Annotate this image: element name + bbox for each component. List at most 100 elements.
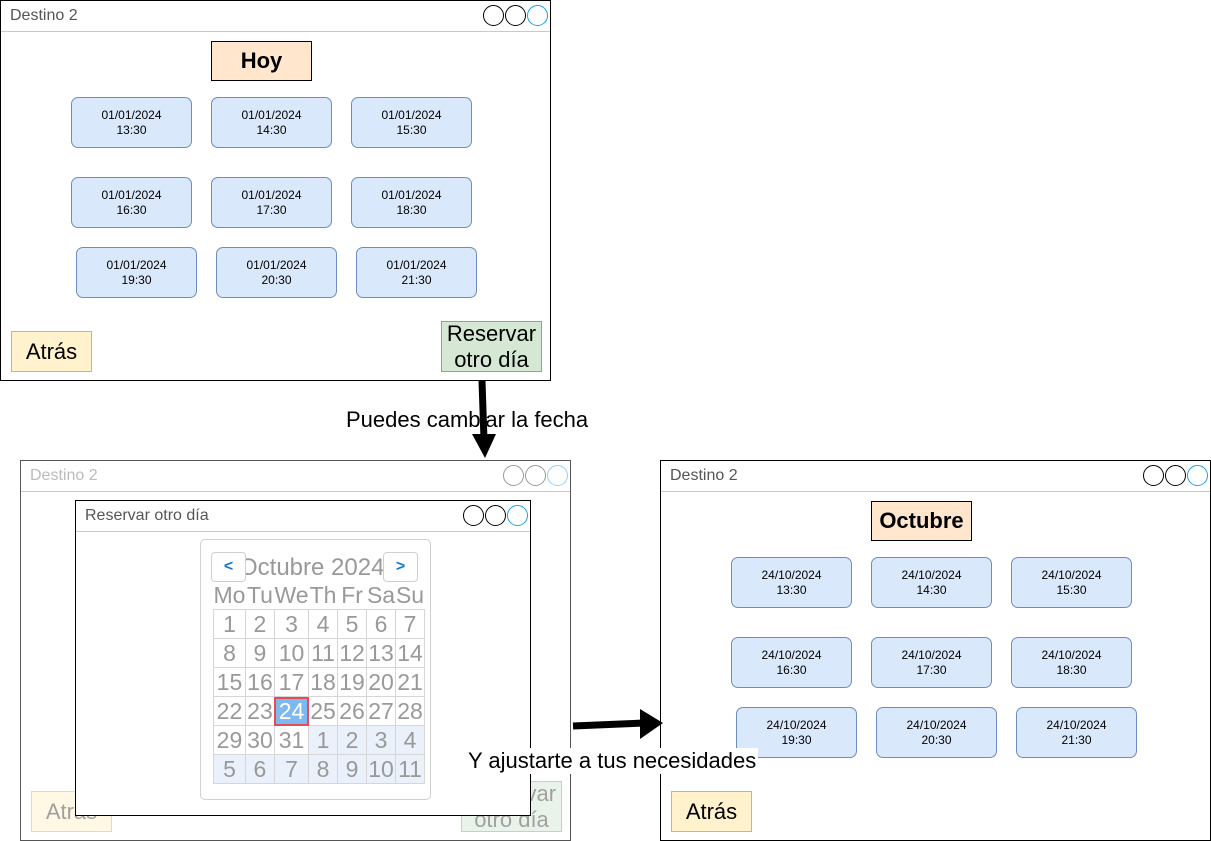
calendar-day[interactable]: 22 bbox=[213, 696, 246, 726]
calendar-day-next-month[interactable]: 9 bbox=[337, 754, 368, 784]
calendar-grid: Mo Tu We Th Fr Sa Su 1 2 3 4 5 6 7 8 9 1… bbox=[213, 582, 426, 784]
slot-date: 01/01/2024 bbox=[241, 187, 302, 202]
arrow-right-head bbox=[640, 709, 663, 739]
dialog-other-day: Reservar otro día Octubre 2024 < > Mo Tu… bbox=[75, 500, 531, 816]
week-row: 22 23 24 25 26 27 28 bbox=[213, 696, 426, 726]
window-controls bbox=[1142, 465, 1208, 487]
calendar-day[interactable]: 23 bbox=[244, 696, 275, 726]
slot-date: 01/01/2024 bbox=[386, 257, 447, 272]
calendar-day[interactable]: 15 bbox=[213, 667, 246, 697]
calendar-day-next-month[interactable]: 5 bbox=[213, 754, 246, 784]
weekday-label: Th bbox=[309, 582, 337, 608]
dialog-title: Reservar otro día bbox=[85, 507, 209, 524]
annotation-adjust: Y ajustarte a tus necesidades bbox=[466, 748, 759, 774]
back-button[interactable]: Atrás bbox=[11, 331, 92, 372]
calendar-day[interactable]: 25 bbox=[308, 696, 339, 726]
minimize-button[interactable] bbox=[1143, 465, 1164, 486]
chevron-left-icon[interactable]: < bbox=[211, 552, 246, 582]
calendar-month-title: Octubre 2024 bbox=[239, 554, 385, 581]
window-title: Destino 2 bbox=[670, 467, 738, 484]
calendar-day[interactable]: 4 bbox=[308, 609, 339, 639]
weekday-label: Sa bbox=[366, 582, 396, 608]
calendar-day[interactable]: 14 bbox=[395, 638, 426, 668]
slot-time: 13:30 bbox=[776, 582, 807, 597]
calendar-day-next-month[interactable]: 6 bbox=[244, 754, 275, 784]
calendar-day[interactable]: 31 bbox=[273, 725, 310, 755]
calendar-day-next-month[interactable]: 10 bbox=[366, 754, 397, 784]
slot-date: 24/10/2024 bbox=[761, 647, 822, 662]
calendar-day[interactable]: 13 bbox=[366, 638, 397, 668]
maximize-button[interactable] bbox=[505, 5, 526, 26]
minimize-button[interactable] bbox=[483, 5, 504, 26]
title-bar: Destino 2 bbox=[661, 461, 1210, 492]
slot-date: 01/01/2024 bbox=[101, 107, 162, 122]
weekday-row: Mo Tu We Th Fr Sa Su bbox=[214, 582, 425, 610]
calendar-day-selected[interactable]: 24 bbox=[273, 696, 310, 726]
slot-date: 24/10/2024 bbox=[906, 717, 967, 732]
close-button[interactable] bbox=[547, 465, 568, 486]
weekday-label: Mo bbox=[213, 582, 246, 608]
calendar-day[interactable]: 7 bbox=[395, 609, 426, 639]
maximize-button[interactable] bbox=[485, 505, 506, 526]
maximize-button[interactable] bbox=[1165, 465, 1186, 486]
calendar-day[interactable]: 18 bbox=[308, 667, 339, 697]
arrow-right-shaft bbox=[572, 719, 646, 730]
calendar-day[interactable]: 5 bbox=[337, 609, 368, 639]
calendar-day-next-month[interactable]: 7 bbox=[273, 754, 310, 784]
close-button[interactable] bbox=[1187, 465, 1208, 486]
window-controls bbox=[502, 465, 568, 487]
slot-date: 01/01/2024 bbox=[241, 107, 302, 122]
date-picker: Octubre 2024 < > Mo Tu We Th Fr Sa Su 1 … bbox=[200, 539, 431, 800]
slot-date: 01/01/2024 bbox=[381, 107, 442, 122]
calendar-day[interactable]: 3 bbox=[273, 609, 310, 639]
calendar-day[interactable]: 28 bbox=[395, 696, 426, 726]
maximize-button[interactable] bbox=[525, 465, 546, 486]
chevron-right-icon[interactable]: > bbox=[383, 552, 418, 582]
minimize-button[interactable] bbox=[503, 465, 524, 486]
week-row: 1 2 3 4 5 6 7 bbox=[213, 609, 426, 639]
window-title: Destino 2 bbox=[30, 467, 98, 484]
calendar-day-next-month[interactable]: 3 bbox=[366, 725, 397, 755]
back-button[interactable]: Atrás bbox=[671, 791, 752, 832]
slot-date: 01/01/2024 bbox=[106, 257, 167, 272]
calendar-day-next-month[interactable]: 11 bbox=[395, 754, 426, 784]
calendar-day[interactable]: 12 bbox=[337, 638, 368, 668]
close-button[interactable] bbox=[507, 505, 528, 526]
minimize-button[interactable] bbox=[463, 505, 484, 526]
slot-date: 01/01/2024 bbox=[101, 187, 162, 202]
close-button[interactable] bbox=[527, 5, 548, 26]
calendar-day[interactable]: 9 bbox=[244, 638, 275, 668]
slot-date: 24/10/2024 bbox=[901, 567, 962, 582]
calendar-day[interactable]: 6 bbox=[366, 609, 397, 639]
arrow-down-head bbox=[472, 434, 496, 458]
calendar-day-next-month[interactable]: 2 bbox=[337, 725, 368, 755]
slot-date: 24/10/2024 bbox=[1046, 717, 1107, 732]
slot-time: 20:30 bbox=[921, 732, 952, 747]
calendar-day[interactable]: 26 bbox=[337, 696, 368, 726]
calendar-day[interactable]: 2 bbox=[244, 609, 275, 639]
slot-time: 17:30 bbox=[916, 662, 947, 677]
slot-date: 24/10/2024 bbox=[901, 647, 962, 662]
week-row: 15 16 17 18 19 20 21 bbox=[213, 667, 426, 697]
calendar-day-next-month[interactable]: 8 bbox=[308, 754, 339, 784]
